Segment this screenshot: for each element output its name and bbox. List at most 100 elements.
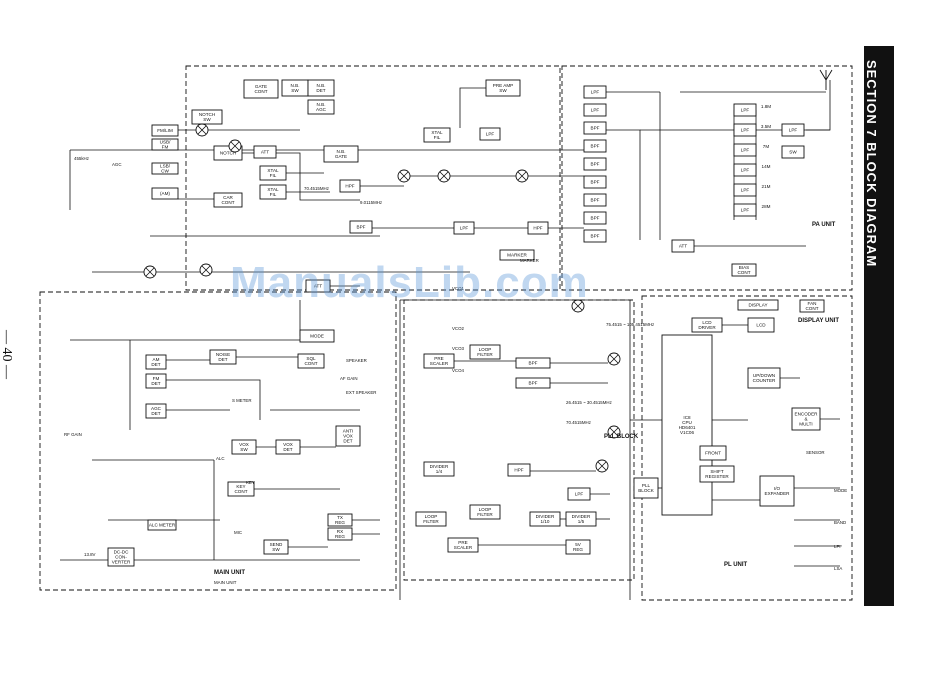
block-label: LCD <box>756 323 766 328</box>
block-label: ATT <box>261 150 270 155</box>
block-label: IC8 <box>683 415 691 420</box>
unit-label-main: MAIN UNIT <box>214 570 245 576</box>
block-label: FIL <box>434 135 441 140</box>
block-label: VERTER <box>112 560 131 565</box>
block-label: N.B. <box>291 83 300 88</box>
block-label: LPF <box>575 492 584 497</box>
block-label: (AM) <box>160 191 170 196</box>
block-label: VOX <box>239 442 249 447</box>
block-label: SW <box>499 88 507 93</box>
block-label: MULTI <box>799 422 812 427</box>
block-label: FRONT <box>705 451 721 456</box>
block-label: BLOCK <box>638 488 655 493</box>
bpf-bank-label: BPF <box>591 234 600 239</box>
block-label: LPF <box>460 226 469 231</box>
block-label: NOTCH <box>199 112 215 117</box>
pa-filter-band: 1.8M <box>761 104 771 109</box>
signal-label: 13.8V <box>84 552 96 557</box>
block-label: SW <box>291 88 299 93</box>
block-label: BPF <box>529 361 538 366</box>
bpf-bank-filter: LPF <box>583 85 607 99</box>
block-label: 1/5 <box>578 519 585 524</box>
block-label: DISPLAY <box>748 303 767 308</box>
block-label: LPF <box>486 132 495 137</box>
unit-boundary <box>561 65 853 291</box>
block-label: FM <box>153 376 160 381</box>
block-label: SW <box>789 150 797 155</box>
block-att-main: ATT <box>305 279 331 293</box>
block-label: CPU <box>682 420 692 425</box>
block-label: ATT <box>679 244 688 249</box>
bpf-bank-label: BPF <box>591 216 600 221</box>
section-tab <box>864 46 894 606</box>
block-label: SW <box>203 117 211 122</box>
block-front: FRONT <box>699 445 727 461</box>
block-label: MODE <box>310 334 324 339</box>
block-label: FM/LIM <box>157 128 173 133</box>
block-label: FILTER <box>477 512 493 517</box>
pa-filter-label: LPF <box>741 148 750 153</box>
mixer-symbol <box>607 352 621 366</box>
block-label: BPF <box>357 225 366 230</box>
signal-wire <box>459 87 486 128</box>
block-label: ATT <box>314 284 323 289</box>
pa-filter-label: LPF <box>741 128 750 133</box>
block-encoder: ENCODER&MULTI <box>791 407 821 431</box>
mixer-symbol <box>607 425 621 439</box>
block-label: SQL <box>306 356 316 361</box>
block-label: EXPANDER <box>765 491 791 496</box>
block-label: LPF <box>789 128 798 133</box>
signal-label: BAND <box>834 520 846 525</box>
block-label: HPF <box>345 184 354 189</box>
block-label: DET <box>218 357 227 362</box>
bpf-bank-filter: BPF <box>583 193 607 207</box>
block-label: 1/10 <box>541 519 550 524</box>
block-label: SW <box>272 547 280 552</box>
block-lpf-pll: LPF <box>567 487 591 501</box>
bpf-bank-label: BPF <box>591 162 600 167</box>
block-label: V1C06 <box>680 430 694 435</box>
block-label: REG <box>573 547 583 552</box>
block-label: CONT <box>234 489 247 494</box>
diagram-annotation: VCO3 <box>452 346 465 351</box>
block-bpf-pll-2: BPF <box>515 377 551 389</box>
block-label: REG <box>335 534 345 539</box>
unit-label-pl: PL UNIT <box>724 562 748 568</box>
block-label: FIL <box>270 192 277 197</box>
block-nb-det: N.B.DET <box>307 79 335 97</box>
block-label: CON- <box>115 555 127 560</box>
mixer-symbol <box>397 169 411 183</box>
block-label: XTAL <box>267 187 279 192</box>
pa-filter-band: 21M <box>762 184 771 189</box>
bpf-bank-filter: BPF <box>583 157 607 171</box>
signal-wire <box>606 129 641 240</box>
block-att-1: ATT <box>253 145 277 159</box>
diagram-annotation: S METER <box>232 398 252 403</box>
block-label: AGC <box>316 107 327 112</box>
block-label: ALC METER <box>149 523 176 528</box>
block-label: PLL <box>642 483 651 488</box>
block-label: DC-DC <box>114 550 129 555</box>
